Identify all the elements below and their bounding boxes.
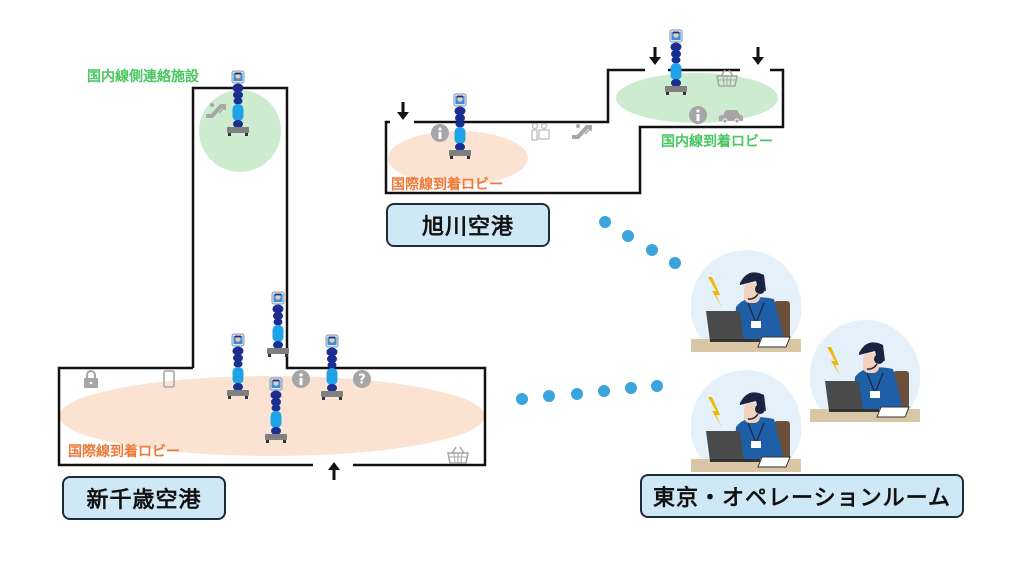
remote-operator	[688, 249, 804, 361]
escalator-icon	[570, 122, 594, 139]
remote-operator	[688, 369, 804, 481]
down-arrow-icon	[752, 47, 764, 65]
up-arrow-icon	[328, 462, 340, 480]
connection-dot	[646, 244, 658, 256]
new-chitose-map: ?	[57, 70, 487, 480]
info-icon	[689, 106, 707, 124]
remote-operator	[807, 319, 923, 431]
domestic-lobby-zone	[616, 73, 778, 123]
connection-dot	[543, 390, 555, 402]
down-arrow-icon	[649, 47, 661, 65]
help-icon: ?	[353, 370, 371, 388]
info-icon	[292, 370, 310, 388]
connection-dot	[669, 257, 681, 269]
lock-icon	[84, 370, 98, 388]
international-lobby-zone	[388, 131, 528, 185]
new-chitose-title: 新千歳空港	[62, 476, 226, 520]
shopping-basket-icon	[447, 446, 469, 464]
connection-dot	[625, 382, 637, 394]
new-chitose-walls	[57, 86, 487, 467]
connection-dot	[599, 216, 611, 228]
asahikawa-domestic-lobby-label: 国内線到着ロビー	[661, 134, 773, 150]
asahikawa-connection-dots	[599, 216, 681, 269]
new-chitose-international-lobby-label: 国際線到着ロビー	[68, 444, 180, 460]
asahikawa-map	[384, 29, 785, 195]
svg-text:?: ?	[358, 373, 366, 388]
car-icon	[719, 110, 743, 124]
connection-dot	[622, 230, 634, 242]
info-icon	[431, 124, 449, 142]
down-arrow-icon	[397, 102, 409, 120]
new-chitose-connection-dots	[516, 380, 663, 405]
connection-dot	[598, 385, 610, 397]
reception-desk-icon	[531, 122, 550, 141]
asahikawa-international-lobby-label: 国際線到着ロビー	[391, 177, 503, 193]
tokyo-operation-room-title: 東京・オペレーションルーム	[640, 474, 964, 518]
connection-dot	[571, 388, 583, 400]
smartphone-icon	[163, 370, 175, 388]
connection-dot	[651, 380, 663, 392]
domestic-connector-label: 国内線側連絡施設	[87, 69, 199, 85]
robot	[266, 291, 290, 358]
connection-dot	[516, 393, 528, 405]
asahikawa-title: 旭川空港	[386, 203, 550, 247]
